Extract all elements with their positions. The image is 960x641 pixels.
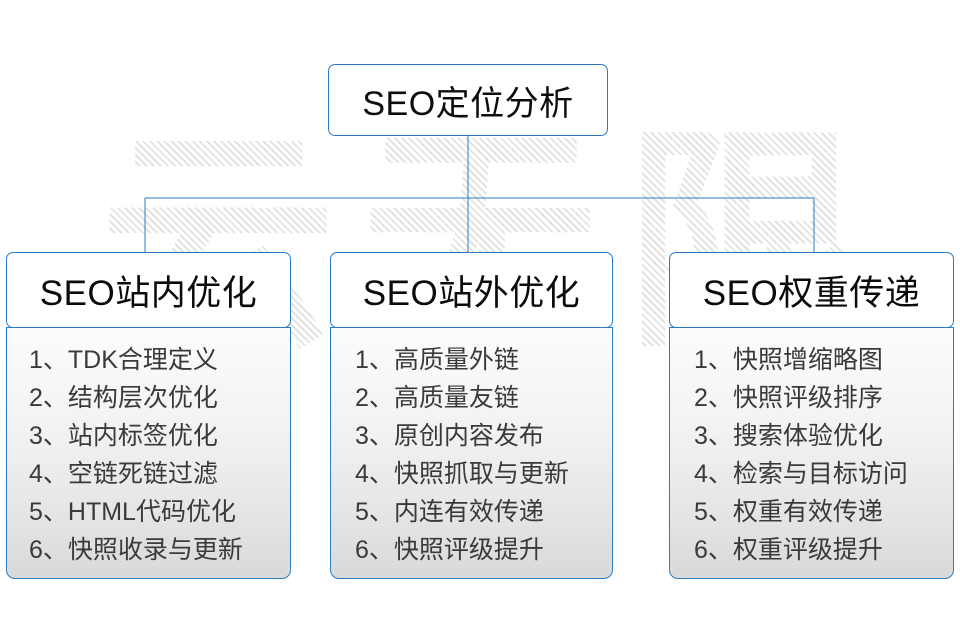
branch-header-1[interactable]: SEO站内优化 [6, 252, 291, 328]
list-item-number: 6、 [29, 535, 68, 564]
list-item-number: 4、 [29, 459, 68, 488]
list-item[interactable]: 6、 快照评级提升 [355, 531, 612, 569]
list-item-label: 原创内容发布 [393, 421, 544, 450]
list-item-number: 2、 [29, 383, 68, 412]
list-item-number: 1、 [694, 345, 733, 374]
branch-column-1: SEO站内优化 1、 TDK合理定义 2、 结构层次优化 3、 站内标签优化 4… [6, 252, 291, 579]
list-item-label: 搜索体验优化 [732, 421, 883, 450]
list-item-number: 3、 [694, 421, 733, 450]
list-item[interactable]: 3、 原创内容发布 [355, 417, 612, 455]
list-item-label: 高质量外链 [393, 345, 519, 374]
list-item-label: 快照评级排序 [732, 383, 883, 412]
list-item[interactable]: 1、 高质量外链 [355, 341, 612, 379]
list-item-label: 权重评级提升 [732, 535, 883, 564]
list-item[interactable]: 3、 站内标签优化 [29, 417, 290, 455]
branch-header-label-1: SEO站内优化 [39, 273, 258, 313]
list-item[interactable]: 4、 检索与目标访问 [694, 455, 953, 493]
list-item-number: 6、 [694, 535, 733, 564]
list-item[interactable]: 4、 空链死链过滤 [29, 455, 290, 493]
list-item-label: 权重有效传递 [732, 497, 883, 526]
list-item-label: 检索与目标访问 [732, 459, 908, 488]
branch-list-2: 1、 高质量外链 2、 高质量友链 3、 原创内容发布 4、 快照抓取与更新 5… [331, 341, 612, 569]
list-item-number: 5、 [355, 497, 394, 526]
list-item[interactable]: 2、 结构层次优化 [29, 379, 290, 417]
list-item-label: 结构层次优化 [67, 383, 218, 412]
list-item[interactable]: 5、 权重有效传递 [694, 493, 953, 531]
list-item[interactable]: 3、 搜索体验优化 [694, 417, 953, 455]
branch-column-3: SEO权重传递 1、 快照增缩略图 2、 快照评级排序 3、 搜索体验优化 4、 [669, 252, 954, 579]
list-item-number: 3、 [29, 421, 68, 450]
branch-body-2: 1、 高质量外链 2、 高质量友链 3、 原创内容发布 4、 快照抓取与更新 5… [330, 326, 613, 579]
root-node[interactable]: SEO定位分析 [328, 64, 608, 136]
page-title: SEO定位分析 [362, 84, 574, 123]
list-item-label: 快照评级提升 [393, 535, 544, 564]
list-item-label: 快照收录与更新 [67, 535, 243, 564]
list-item[interactable]: 2、 快照评级排序 [694, 379, 953, 417]
list-item-number: 5、 [694, 497, 733, 526]
branch-body-3: 1、 快照增缩略图 2、 快照评级排序 3、 搜索体验优化 4、 检索与目标访问… [669, 326, 954, 579]
list-item-label: TDK合理定义 [67, 345, 218, 374]
list-item-number: 2、 [694, 383, 733, 412]
list-item[interactable]: 5、 HTML代码优化 [29, 493, 290, 531]
list-item-label: 快照增缩略图 [732, 345, 883, 374]
list-item[interactable]: 6、 快照收录与更新 [29, 531, 290, 569]
list-item-label: 快照抓取与更新 [393, 459, 569, 488]
list-item-number: 1、 [29, 345, 68, 374]
list-item-number: 1、 [355, 345, 394, 374]
branch-list-1: 1、 TDK合理定义 2、 结构层次优化 3、 站内标签优化 4、 空链死链过滤… [7, 341, 290, 569]
branch-header-label-2: SEO站外优化 [362, 273, 581, 313]
branch-header-2[interactable]: SEO站外优化 [330, 252, 613, 328]
branch-header-3[interactable]: SEO权重传递 [669, 252, 954, 328]
list-item-label: 空链死链过滤 [67, 459, 218, 488]
list-item-label: 站内标签优化 [67, 421, 218, 450]
list-item[interactable]: 4、 快照抓取与更新 [355, 455, 612, 493]
branch-header-label-3: SEO权重传递 [702, 273, 921, 313]
list-item-number: 3、 [355, 421, 394, 450]
list-item[interactable]: 2、 高质量友链 [355, 379, 612, 417]
list-item-number: 2、 [355, 383, 394, 412]
branch-column-2: SEO站外优化 1、 高质量外链 2、 高质量友链 3、 原创内容发布 4、 快 [330, 252, 613, 579]
list-item-label: HTML代码优化 [67, 497, 236, 526]
list-item[interactable]: 1、 TDK合理定义 [29, 341, 290, 379]
branch-list-3: 1、 快照增缩略图 2、 快照评级排序 3、 搜索体验优化 4、 检索与目标访问… [670, 341, 953, 569]
list-item-number: 4、 [355, 459, 394, 488]
list-item[interactable]: 1、 快照增缩略图 [694, 341, 953, 379]
list-item-number: 5、 [29, 497, 68, 526]
list-item-label: 高质量友链 [393, 383, 519, 412]
list-item-number: 6、 [355, 535, 394, 564]
list-item[interactable]: 5、 内连有效传递 [355, 493, 612, 531]
list-item-label: 内连有效传递 [393, 497, 544, 526]
branch-body-1: 1、 TDK合理定义 2、 结构层次优化 3、 站内标签优化 4、 空链死链过滤… [6, 326, 291, 579]
list-item[interactable]: 6、 权重评级提升 [694, 531, 953, 569]
list-item-number: 4、 [694, 459, 733, 488]
